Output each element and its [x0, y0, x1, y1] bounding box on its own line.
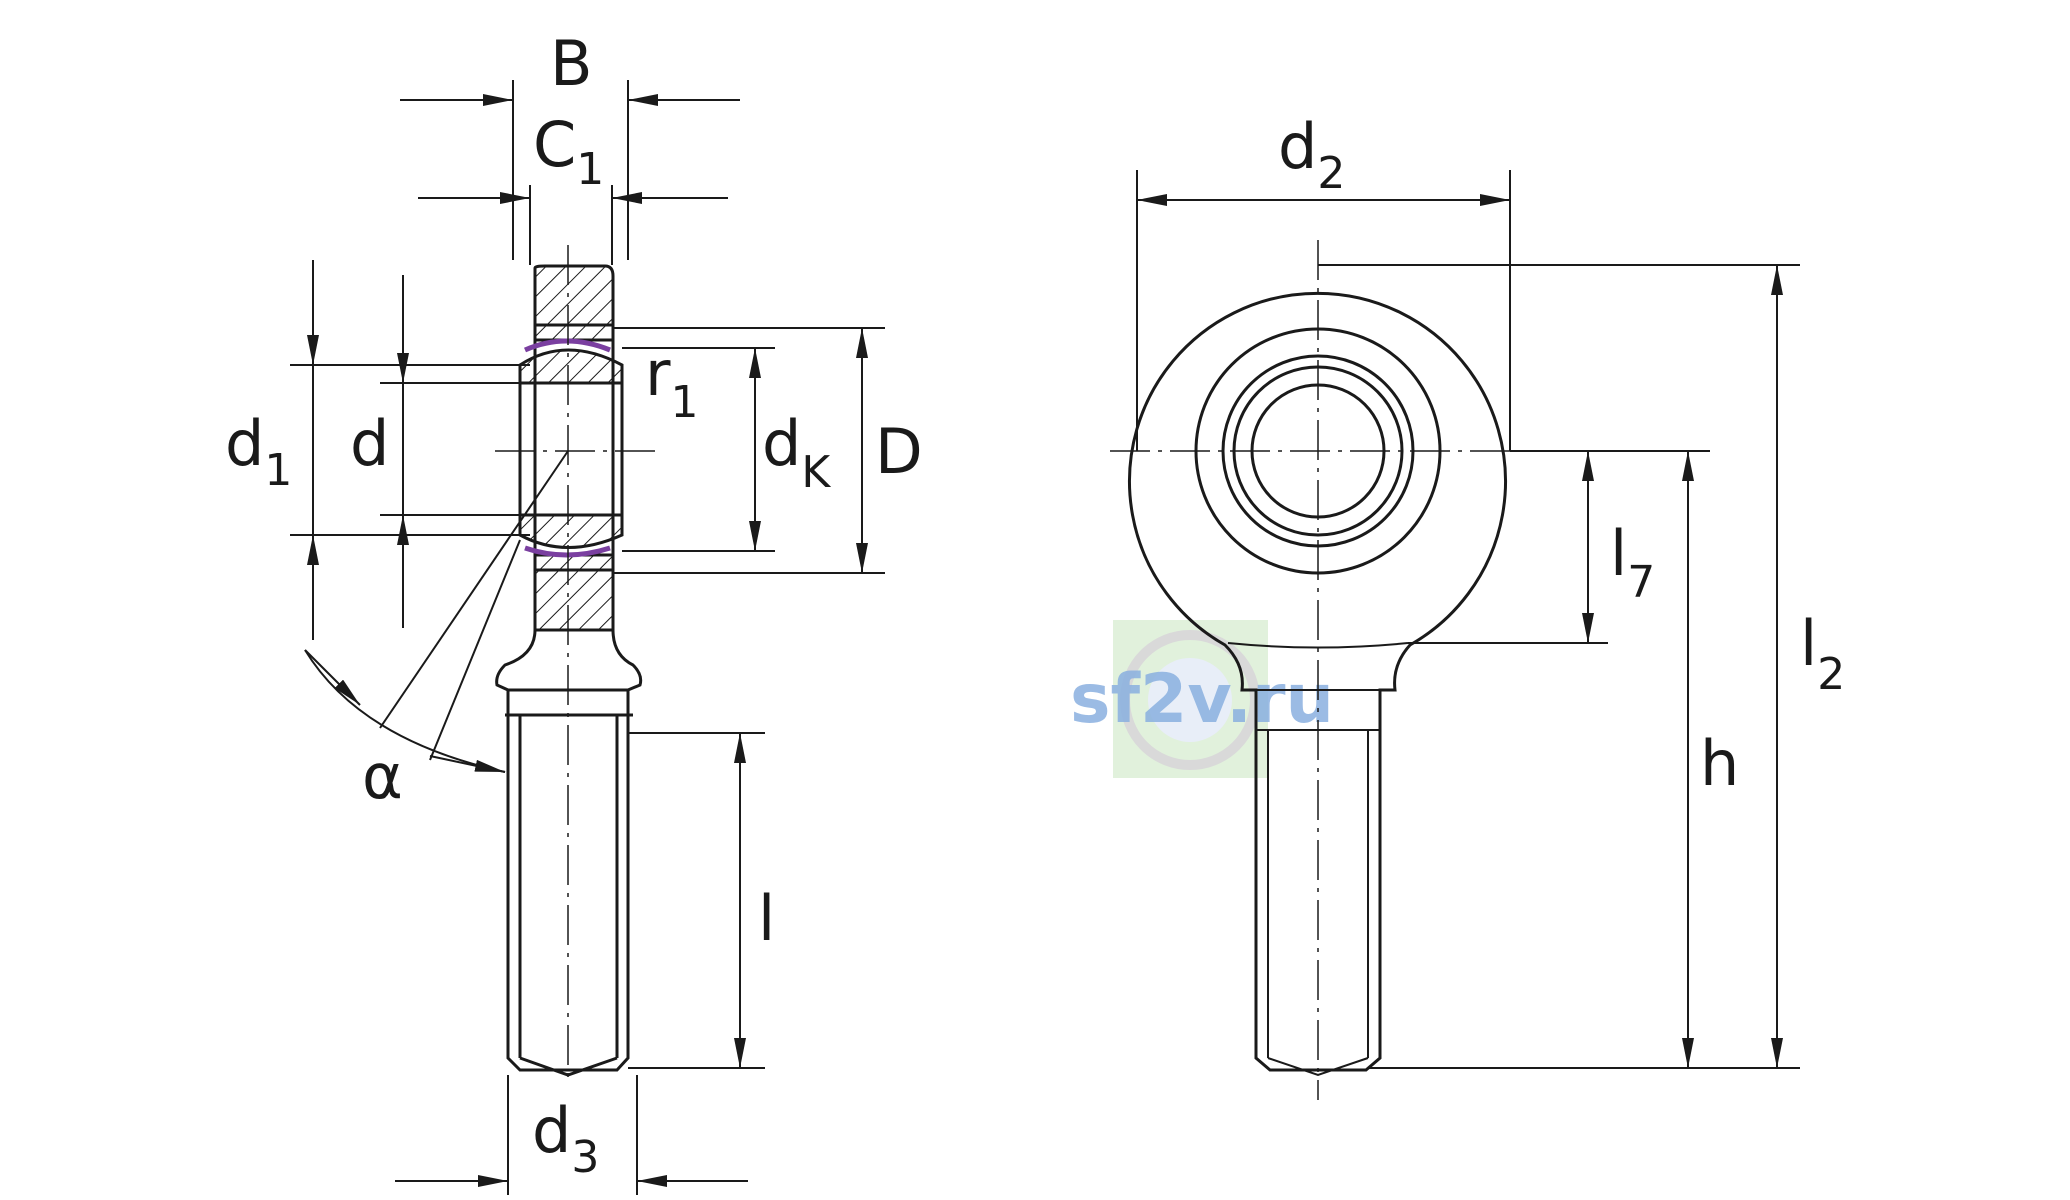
label-d3: d3 [532, 1094, 599, 1183]
seal-top [523, 338, 611, 353]
label-d: d [350, 407, 389, 480]
label-D: D [875, 415, 923, 488]
side-view [290, 80, 885, 1195]
watermark-text: sf2v.ru [1070, 660, 1334, 739]
watermark: sf2v.ru [1070, 620, 1334, 778]
label-C1-main: C [533, 108, 576, 181]
label-l2: l2 [1800, 607, 1845, 700]
label-r1: r1 [645, 337, 699, 428]
label-dK: dK [762, 407, 831, 498]
label-l7-main: l [1610, 517, 1627, 590]
label-l2-sub: 2 [1817, 649, 1845, 700]
housing-top-section [533, 264, 615, 327]
label-d3-sub: 3 [571, 1132, 599, 1183]
label-r1-sub: 1 [671, 377, 699, 428]
label-C1-sub: 1 [576, 144, 604, 195]
eye-outline [1128, 291, 1507, 1072]
label-d2-sub: 2 [1317, 148, 1345, 199]
ball-bottom-section [518, 513, 624, 549]
race-top-section [533, 323, 615, 342]
label-d1-sub: 1 [264, 445, 292, 496]
label-r1-main: r [645, 337, 671, 410]
label-d2-main: d [1278, 110, 1317, 183]
label-dK-sub: K [801, 447, 831, 498]
neck-section [533, 568, 615, 632]
label-h: h [1700, 727, 1739, 800]
front-view-labels: d2 l7 h l2 [1278, 110, 1845, 800]
front-view [1110, 170, 1800, 1100]
label-C1: C1 [533, 108, 604, 195]
label-d3-main: d [532, 1094, 571, 1167]
label-d2: d2 [1278, 110, 1345, 199]
label-l: l [758, 882, 775, 955]
label-d1-main: d [225, 407, 264, 480]
label-d1: d1 [225, 407, 292, 496]
label-l2-main: l [1800, 607, 1817, 680]
label-l7: l7 [1610, 517, 1655, 608]
label-B: B [550, 27, 593, 100]
seal-bottom [524, 545, 611, 558]
rod-end-outline [495, 268, 643, 1072]
label-dK-main: d [762, 407, 801, 480]
side-view-labels: B C1 r1 d1 d dK D α l d3 [225, 27, 923, 1183]
label-l7-sub: 7 [1627, 557, 1655, 608]
label-alpha: α [362, 740, 403, 813]
